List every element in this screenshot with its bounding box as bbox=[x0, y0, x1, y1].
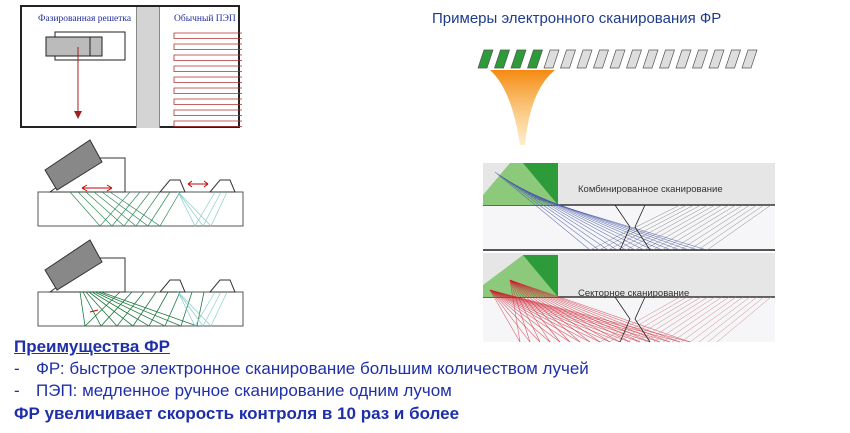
array-element bbox=[593, 49, 609, 69]
advantage-text: ФР: быстрое электронное сканирование бол… bbox=[36, 359, 589, 378]
array-element bbox=[741, 49, 758, 69]
divider-strip bbox=[136, 7, 160, 128]
advantage-item: -ФР: быстрое электронное сканирование бо… bbox=[14, 358, 844, 380]
advantages-block: Преимущества ФР -ФР: быстрое электронное… bbox=[14, 336, 844, 425]
array-element bbox=[626, 49, 642, 69]
advantage-text: ПЭП: медленное ручное сканирование одним… bbox=[36, 381, 452, 400]
advantages-heading: Преимущества ФР bbox=[14, 337, 170, 356]
array-element bbox=[725, 49, 741, 69]
array-element bbox=[609, 49, 626, 69]
conventional-probe-diagram-1 bbox=[37, 139, 244, 227]
array-element bbox=[543, 49, 560, 69]
conventional-probe-label: Обычный ПЭП bbox=[174, 14, 236, 24]
phased-array-elements bbox=[477, 49, 758, 69]
slide-title: Примеры электронного сканирования ФР bbox=[432, 10, 722, 27]
sector-scan-panel bbox=[483, 253, 775, 343]
array-element bbox=[510, 49, 527, 69]
advantage-item: -ПЭП: медленное ручное сканирование одни… bbox=[14, 380, 844, 402]
array-element bbox=[494, 49, 510, 69]
array-element bbox=[692, 49, 708, 69]
bullet: - bbox=[14, 381, 20, 400]
phased-array-label: Фазированная решетка bbox=[38, 14, 132, 24]
array-element bbox=[659, 49, 675, 69]
array-element bbox=[477, 49, 494, 69]
array-element bbox=[675, 49, 692, 69]
scan-paths bbox=[45, 31, 242, 127]
array-element bbox=[527, 49, 543, 69]
combined-scan-panel bbox=[483, 163, 775, 251]
scan-comparison-scheme: Фазированная решетка Обычный ПЭП bbox=[20, 5, 242, 128]
sector-scan-label: Секторное сканирование bbox=[578, 288, 690, 299]
array-element bbox=[576, 49, 593, 69]
array-element bbox=[708, 49, 725, 69]
phased-array-probe-diagram-2 bbox=[37, 239, 244, 327]
advantages-conclusion: ФР увеличивает скорость контроля в 10 ра… bbox=[14, 404, 460, 423]
combined-scan-label: Комбинированное сканирование bbox=[578, 184, 723, 195]
array-element bbox=[642, 49, 659, 69]
bullet: - bbox=[14, 359, 20, 378]
beam-cone bbox=[490, 70, 555, 145]
array-element bbox=[560, 49, 576, 69]
